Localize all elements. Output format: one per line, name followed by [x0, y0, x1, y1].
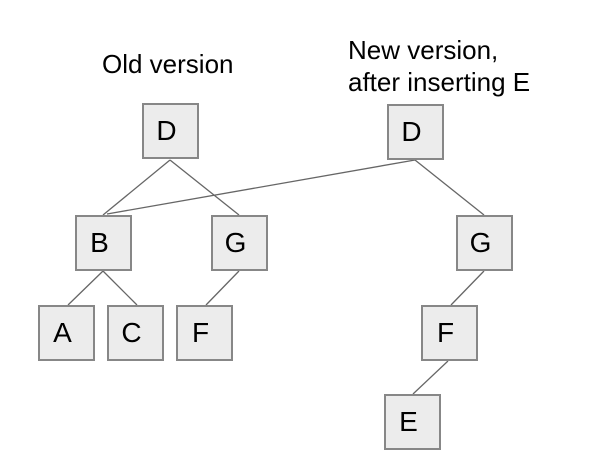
node-label-old-F: F [191, 317, 210, 348]
node-new-F: F [421, 305, 478, 361]
edge-new-D-to-new-G [414, 159, 485, 216]
new-version-title: New version, after inserting E [348, 34, 530, 98]
edge-new-G-to-new-F [450, 270, 485, 306]
new-version-title-line2: after inserting E [348, 67, 531, 97]
edge-old-G-to-old-F [205, 270, 240, 306]
node-new-G: G [456, 215, 513, 271]
edge-new-F-to-new-E [412, 360, 449, 395]
node-label-new-F: F [436, 317, 455, 348]
node-label-new-D: D [401, 116, 422, 147]
edge-old-D-to-old-G [169, 159, 240, 216]
node-new-E: E [384, 394, 441, 450]
node-label-old-G: G [224, 227, 247, 258]
node-label-new-G: G [469, 227, 492, 258]
edge-old-B-to-old-A [67, 270, 104, 306]
new-version-title-line1: New version, [348, 35, 499, 65]
node-label-old-A: A [53, 317, 72, 348]
old-version-title: Old version [102, 49, 234, 79]
node-old-A: A [38, 305, 95, 361]
edge-old-D-to-old-B [102, 159, 171, 216]
node-old-B: B [75, 215, 132, 271]
edge-old-B-to-old-C [102, 270, 138, 306]
edge-new-D-to-old-B [106, 159, 416, 215]
node-label-new-E: E [399, 406, 418, 437]
node-label-old-C: C [121, 317, 142, 348]
node-new-D: D [387, 104, 444, 160]
node-old-C: C [107, 305, 164, 361]
node-old-F: F [176, 305, 233, 361]
node-label-old-B: B [90, 227, 109, 258]
node-old-G: G [211, 215, 268, 271]
node-label-old-D: D [156, 115, 177, 146]
node-old-D: D [142, 103, 199, 159]
